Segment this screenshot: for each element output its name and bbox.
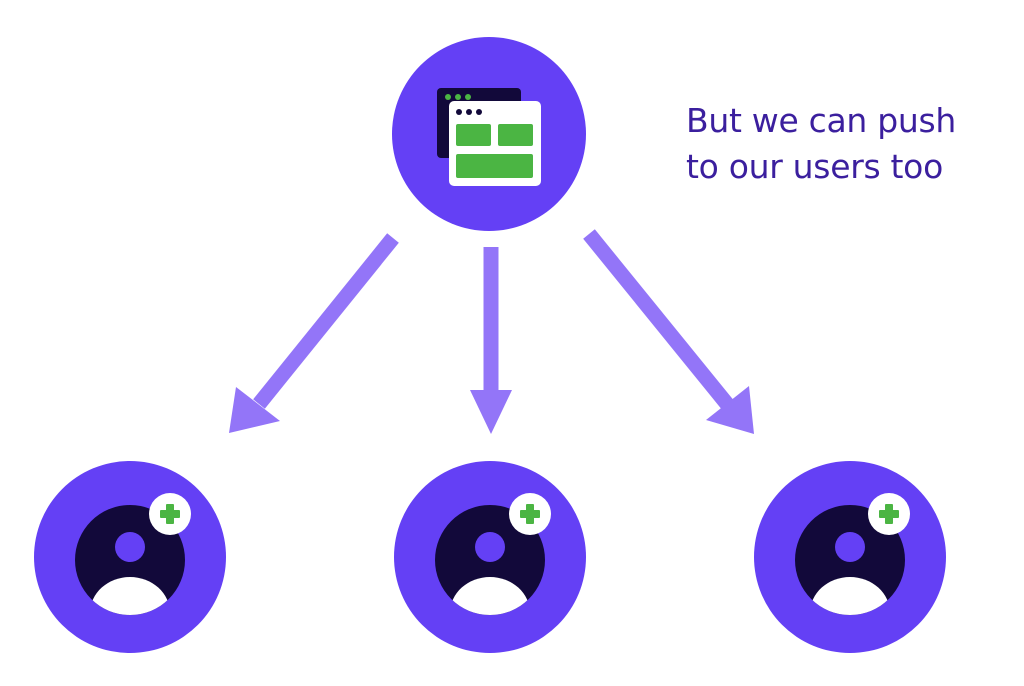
user-node-3 — [754, 461, 946, 653]
caption-line-1: But we can push — [686, 101, 957, 140]
user-add-icon — [435, 505, 545, 615]
caption-line-2: to our users too — [686, 147, 943, 186]
plus-icon — [509, 493, 551, 535]
plus-icon — [868, 493, 910, 535]
browser-window-icon — [437, 88, 541, 186]
user-add-icon — [795, 505, 905, 615]
arrow-center — [470, 247, 512, 434]
arrow-right — [583, 229, 754, 434]
caption: But we can push to our users too — [686, 98, 1006, 190]
user-add-icon — [75, 505, 185, 615]
plus-icon — [149, 493, 191, 535]
user-node-1 — [34, 461, 226, 653]
user-node-2 — [394, 461, 586, 653]
source-node — [392, 37, 586, 231]
arrow-left — [229, 233, 399, 433]
